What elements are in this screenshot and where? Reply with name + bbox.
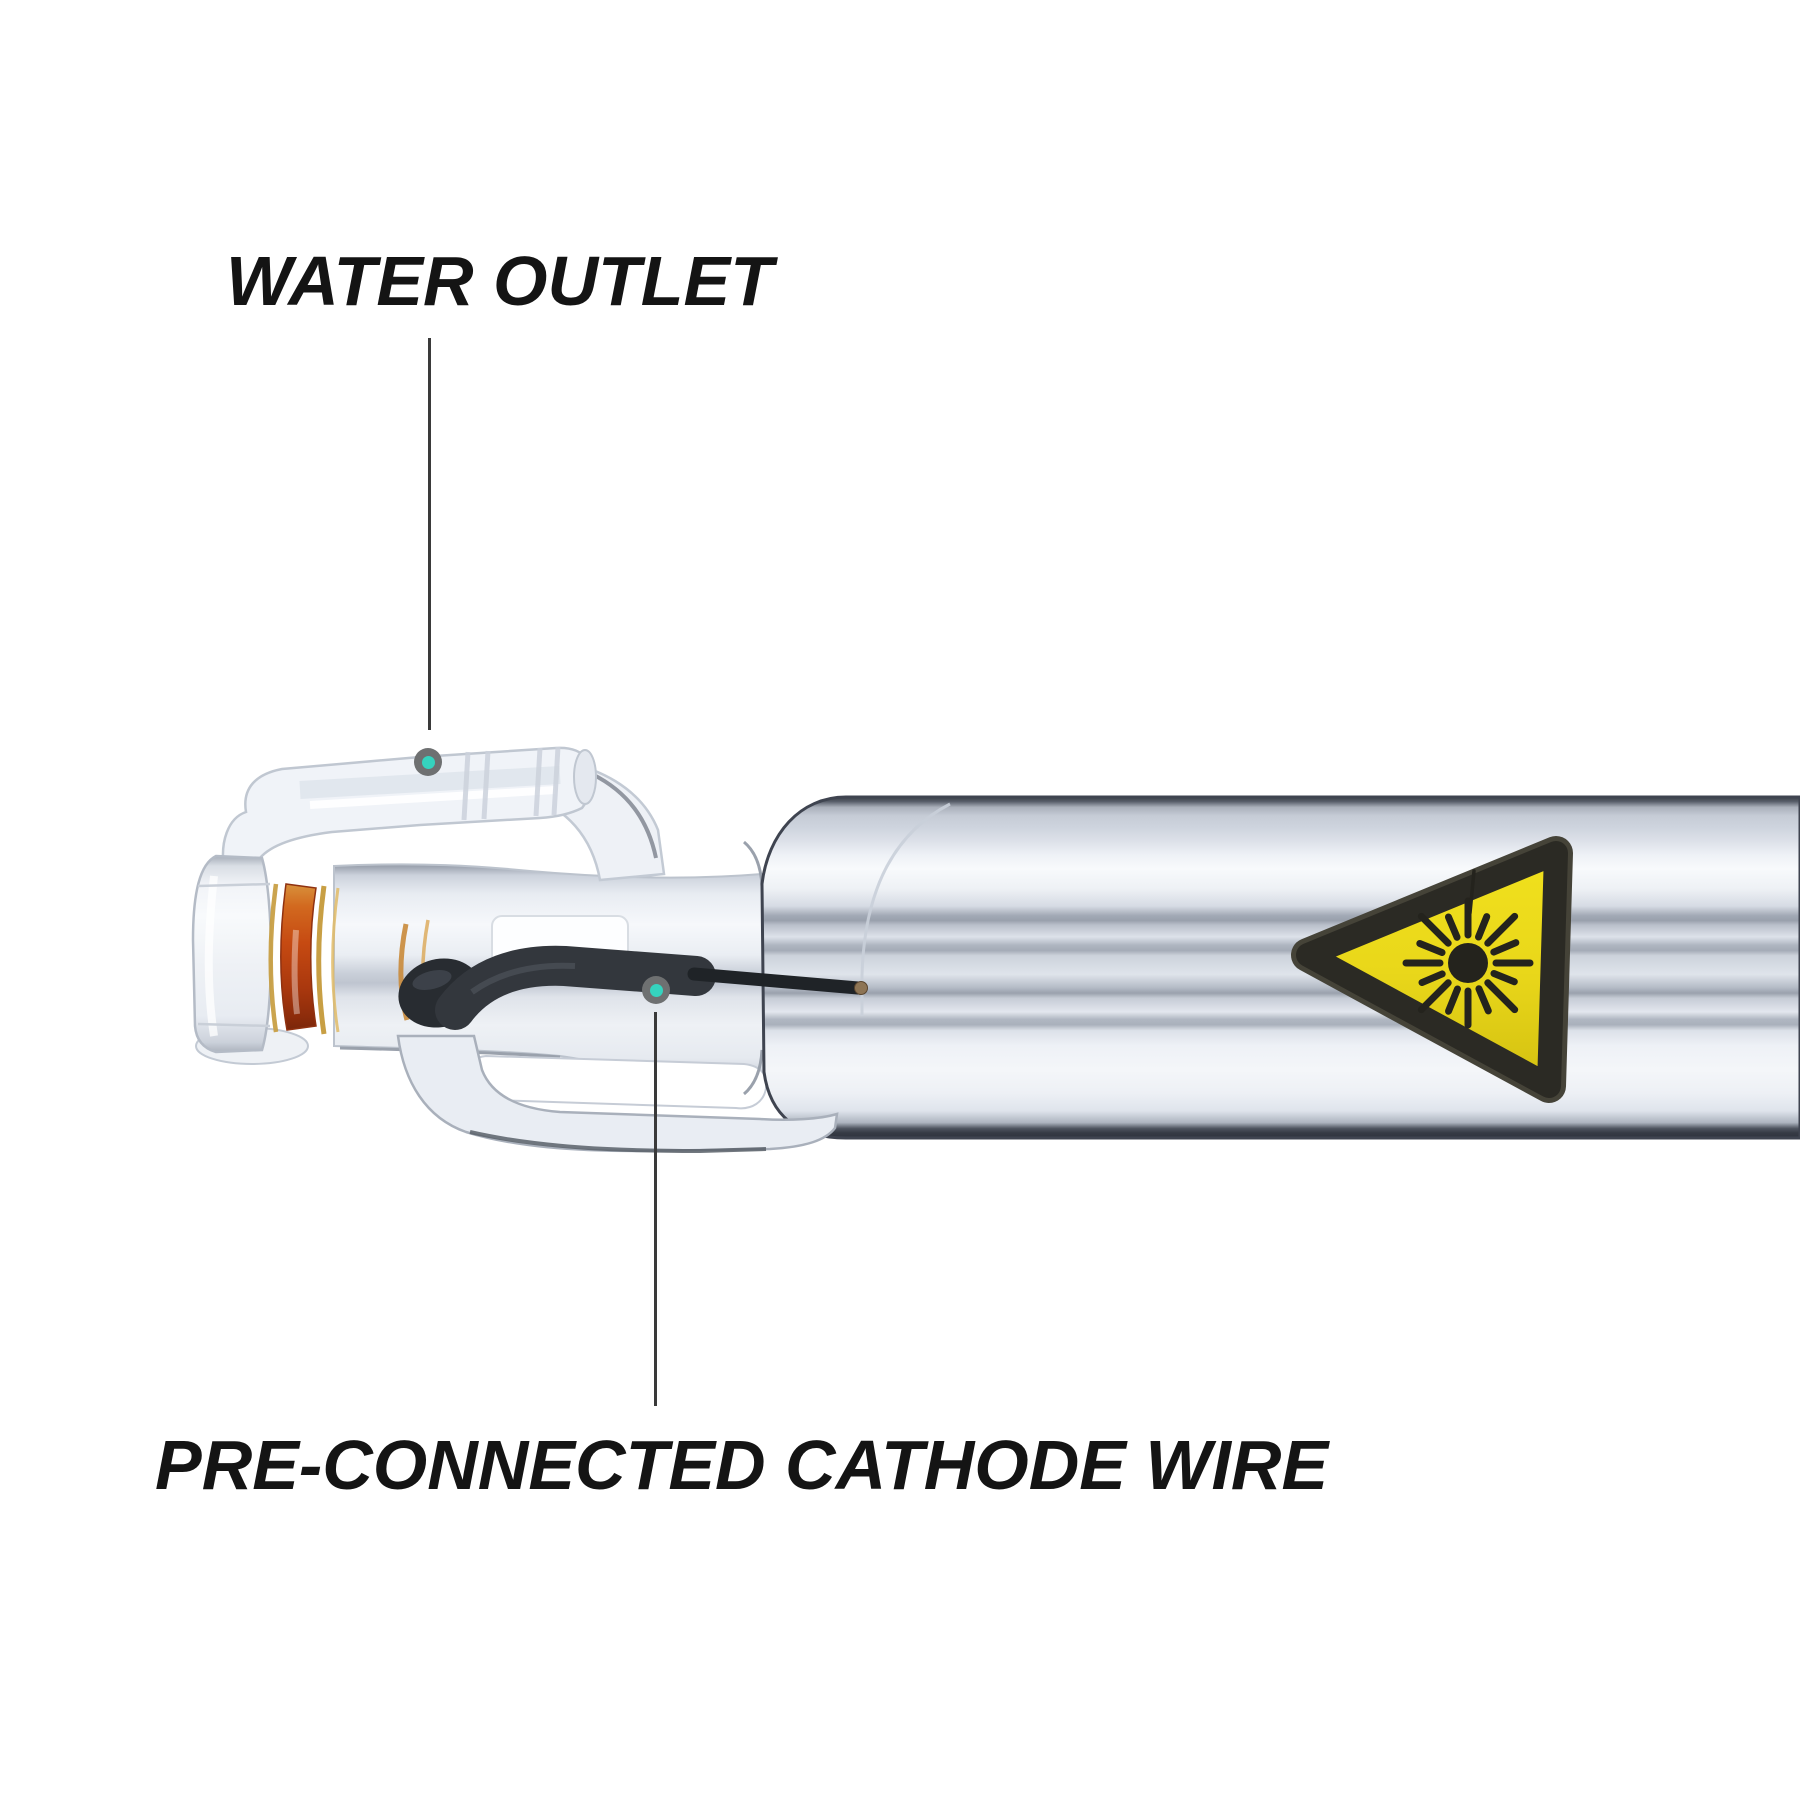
water-outlet-nozzle xyxy=(221,746,597,870)
gasket-ring xyxy=(268,883,340,1035)
wire-tip xyxy=(854,981,868,995)
bypass-loop xyxy=(396,1034,839,1154)
nozzle-end-rim xyxy=(573,749,597,805)
label-cathode-wire: PRE-CONNECTED CATHODE WIRE xyxy=(155,1426,1329,1504)
marker-dot-cathode-wire xyxy=(642,976,670,1004)
label-water-outlet: WATER OUTLET xyxy=(226,242,773,320)
marker-dot-water-outlet xyxy=(414,748,442,776)
main-tube xyxy=(760,795,1800,1140)
marker-dot-core xyxy=(649,983,663,997)
marker-dot-core xyxy=(421,755,435,769)
cathode-wire xyxy=(398,945,868,1030)
leader-line-cathode-wire xyxy=(654,1012,657,1406)
leader-line-water-outlet xyxy=(428,338,431,730)
laser-warning-icon xyxy=(1291,836,1573,1103)
